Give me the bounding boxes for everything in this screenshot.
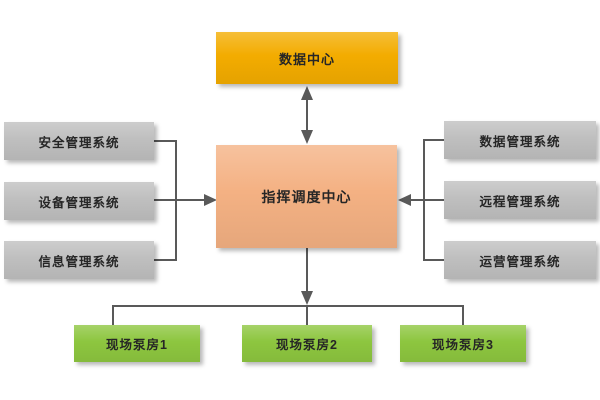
node-pump-room-2-label: 现场泵房2 — [276, 338, 338, 352]
node-pump-room-1: 现场泵房1 — [74, 325, 200, 362]
node-equipment-management-system-label: 设备管理系统 — [38, 195, 120, 210]
node-safety-management-system-label: 安全管理系统 — [38, 135, 120, 150]
connector-bottom-rail — [112, 305, 464, 325]
arrowhead-up-icon — [301, 86, 313, 100]
node-information-management-system: 信息管理系统 — [4, 241, 154, 279]
node-data-center: 数据中心 — [216, 32, 398, 84]
node-data-management-system-label: 数据管理系统 — [479, 134, 561, 149]
node-remote-management-system-label: 远程管理系统 — [479, 194, 561, 209]
node-pump-room-3: 现场泵房3 — [400, 325, 526, 362]
node-data-management-system: 数据管理系统 — [444, 121, 596, 159]
node-command-dispatch-center-label: 指挥调度中心 — [261, 188, 352, 205]
arrowhead-left-icon — [398, 194, 411, 206]
node-remote-management-system: 远程管理系统 — [444, 181, 596, 219]
node-safety-management-system: 安全管理系统 — [4, 122, 154, 160]
node-pump-room-1-label: 现场泵房1 — [106, 338, 168, 352]
node-data-center-label: 数据中心 — [278, 51, 335, 67]
node-operations-management-system-label: 运营管理系统 — [479, 254, 561, 269]
arrowhead-bottom-icon — [301, 291, 313, 305]
node-operations-management-system: 运营管理系统 — [444, 241, 596, 279]
node-pump-room-2: 现场泵房2 — [242, 325, 372, 362]
node-pump-room-3-label: 现场泵房3 — [432, 338, 494, 352]
node-equipment-management-system: 设备管理系统 — [4, 182, 154, 220]
node-information-management-system-label: 信息管理系统 — [38, 254, 120, 269]
node-command-dispatch-center: 指挥调度中心 — [216, 145, 397, 248]
arrowhead-down-icon — [301, 130, 313, 144]
arrowhead-right-icon — [204, 194, 217, 206]
